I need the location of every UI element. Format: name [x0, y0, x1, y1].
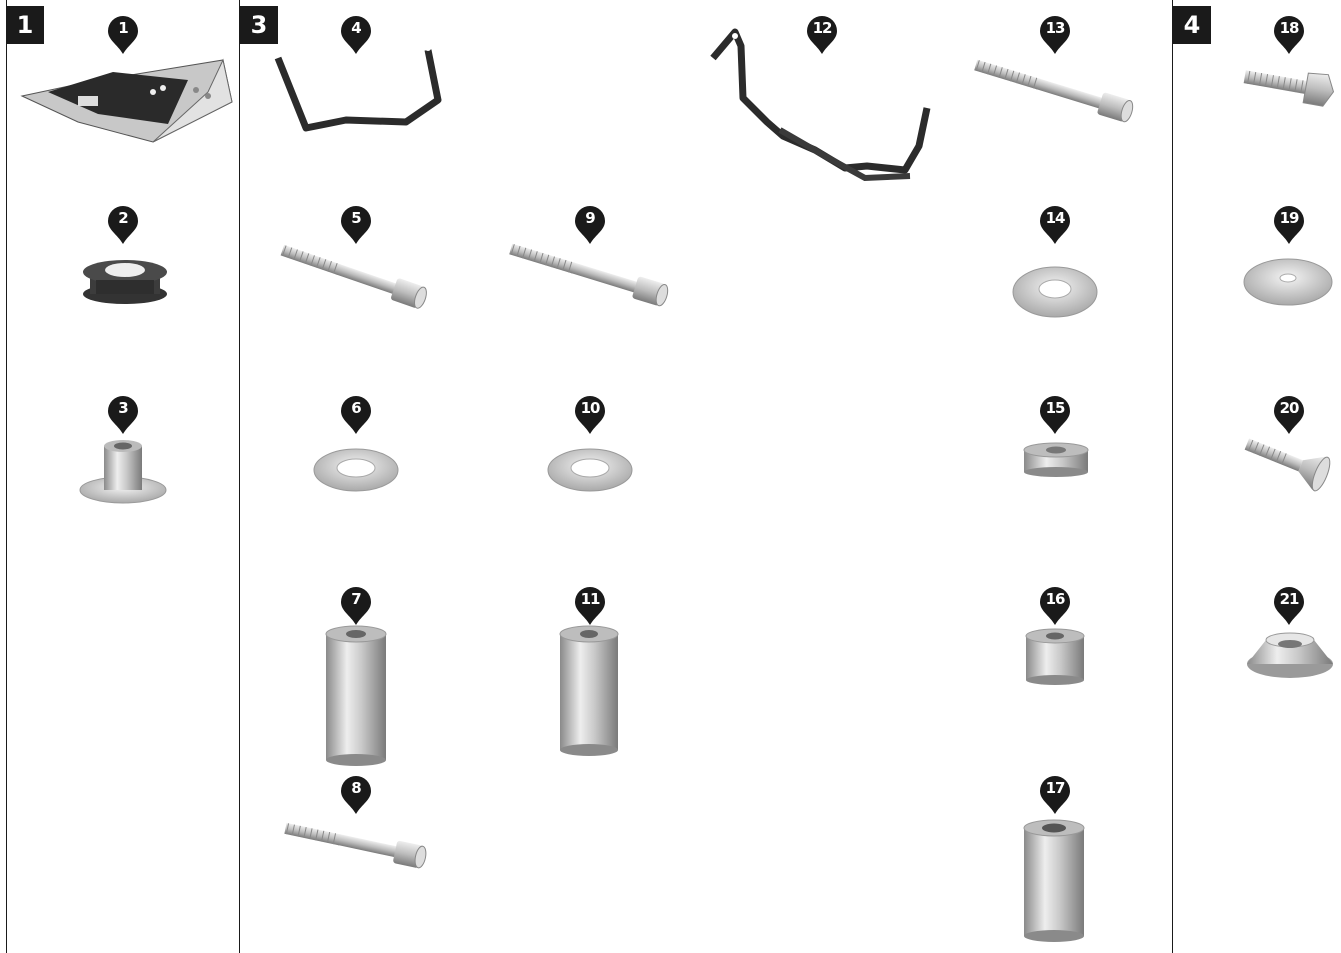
marker-3: 3: [107, 396, 139, 436]
part-7-spacer: [324, 624, 390, 768]
part-19-washer: [1242, 256, 1334, 308]
marker-14: 14: [1039, 206, 1071, 246]
marker-6: 6: [340, 396, 372, 436]
marker-7: 7: [340, 587, 372, 627]
part-20-countersunk-bolt: [1240, 425, 1338, 495]
marker-10: 10: [574, 396, 606, 436]
marker-19: 19: [1273, 206, 1305, 246]
part-5-bolt: [276, 238, 438, 314]
part-1-skid-plate: [18, 52, 236, 148]
divider-left: [6, 0, 7, 953]
part-12-bracket: [705, 18, 945, 193]
part-14-washer: [1011, 264, 1099, 320]
marker-16: 16: [1039, 587, 1071, 627]
marker-18: 18: [1273, 16, 1305, 56]
part-4-bracket: [266, 40, 456, 145]
marker-21: 21: [1273, 587, 1305, 627]
part-6-washer: [312, 446, 400, 494]
divider-3-4: [1172, 0, 1173, 953]
part-16-spacer: [1024, 626, 1086, 686]
part-8-bolt: [282, 812, 432, 874]
part-2-grommet: [80, 250, 170, 306]
part-3-flanged-spacer: [76, 434, 170, 508]
part-15-spacer: [1020, 440, 1092, 478]
marker-1: 1: [107, 16, 139, 56]
part-9-bolt: [505, 232, 677, 316]
marker-11: 11: [574, 587, 606, 627]
marker-2: 2: [107, 206, 139, 246]
part-17-spacer: [1022, 818, 1088, 944]
part-18-hex-bolt: [1240, 60, 1338, 110]
marker-17: 17: [1039, 776, 1071, 816]
part-11-spacer: [558, 624, 622, 758]
section-1-label: 1: [6, 6, 44, 44]
part-10-washer: [546, 446, 634, 494]
marker-8: 8: [340, 776, 372, 816]
part-21-countersunk-washer: [1244, 630, 1336, 682]
section-3-label: 3: [240, 6, 278, 44]
section-4-label: 4: [1173, 6, 1211, 44]
marker-15: 15: [1039, 396, 1071, 436]
part-13-bolt: [970, 48, 1142, 132]
divider-1-3: [239, 0, 240, 953]
